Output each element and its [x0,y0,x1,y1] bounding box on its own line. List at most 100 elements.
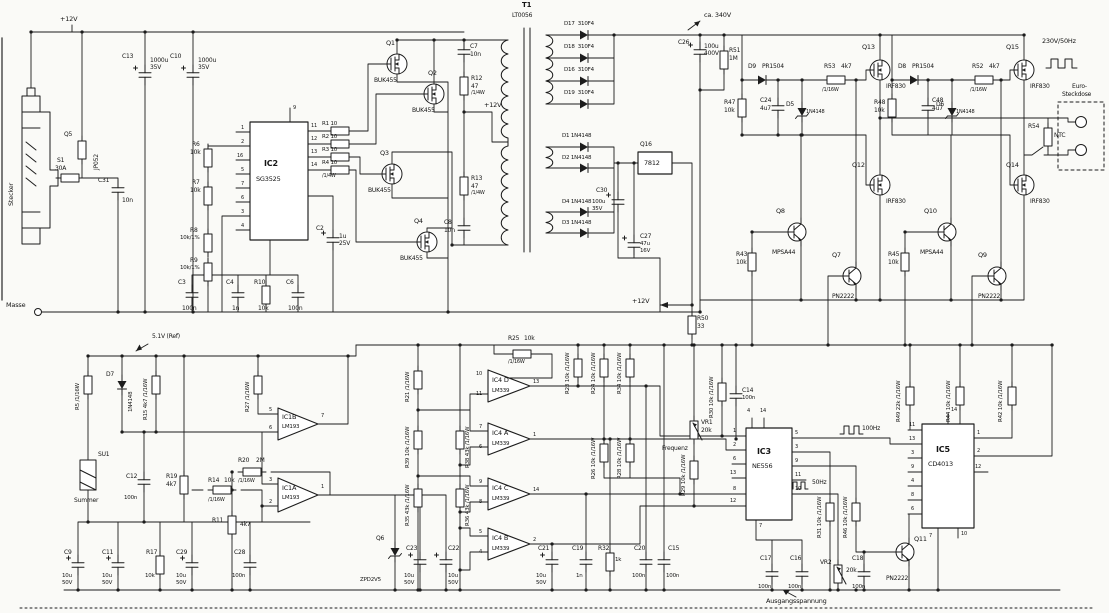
schematic-label: C7 [470,43,478,50]
schematic-label: C17 [760,555,772,562]
schematic-label: BUK455 [400,255,423,262]
schematic-label: D18 310F4 [564,44,594,50]
schematic-label: R7 [192,179,200,186]
schematic-label: IC4 D [492,376,509,384]
wires-ic2 [191,63,425,313]
squarewave-50hz-icon [789,481,809,490]
schematic-label: IRF830 [1030,83,1050,90]
schematic-label: 10 [961,531,967,537]
schematic-label: 50V [176,580,187,586]
schematic-label: 12 [311,136,317,142]
wires-timers [731,344,1053,598]
schematic-label: LM339 [492,546,510,552]
schematic-label: ZPD2V5 [360,577,381,583]
schematic-label: 10u [176,573,186,579]
schematic-label: LM193 [282,495,300,501]
schematic-label: 230V/50Hz [1042,37,1076,45]
schematic-label: 10 [795,486,801,492]
schematic-label: C30 [596,187,608,194]
schematic-label: D6 [936,101,945,108]
schematic-label: R28 10k /1/16W [617,437,623,479]
cigarette-plug [21,87,59,245]
schematic-label: IRF830 [886,83,906,90]
schematic-label: 12 [730,498,736,504]
schematic-label: 4k7 [989,63,1000,70]
schematic-label: C16 [790,555,802,562]
schematic-label: 9 [293,105,296,111]
schematic-label: R27 /1/16W [245,381,251,412]
schematic-label: 50V [62,580,73,586]
schematic-label: 1 [533,432,536,438]
ic4d-comparator [487,369,531,403]
schematic-label: 1 [321,484,324,490]
schematic-label: R47 [724,99,736,106]
schematic-label: D5 [786,101,795,108]
squarewave-100hz-icon [839,425,864,435]
ic5-cd4013-box [921,423,975,529]
schematic-label: Q15 [1006,43,1019,51]
schematic-label: 4k7 [240,521,251,528]
schematic-label: 5 [241,167,244,173]
schematic-label: C12 [126,473,138,480]
schematic-label: 7 [241,181,244,187]
schematic-label: S1 [57,157,65,164]
schematic-label: 20k [846,567,857,574]
ic4b-comparator [487,527,531,561]
schematic-label: Q10 [924,207,937,215]
schematic-label: D3 1N4148 [562,220,592,226]
schematic-label: R5 /1/16W [75,383,81,410]
schematic-label: 100n [124,495,138,501]
schematic-label: R31 10k /1/16W [817,496,823,538]
schematic-label: C23 [406,545,418,552]
schematic-label: 47u [640,241,650,247]
schematic-label: 100u [592,199,606,205]
schematic-label: 10k [145,573,155,579]
schematic-label: R11 [212,517,224,524]
schematic-label: BUK455 [368,187,391,194]
schematic-label: 8 [733,486,736,492]
schematic-label: 10u [404,573,414,579]
schematic-label: C24 [760,97,772,104]
schematic-label: R1 10 [322,121,338,127]
schematic-label: C15 [668,545,680,552]
schematic-label: R17 [146,549,158,556]
schematic-label: 7812 [644,159,660,167]
schematic-label: 5 [269,407,272,413]
schematic-label: D17 310F4 [564,21,594,27]
schematic-label: R43 [736,251,748,258]
schematic-label: C18 [852,555,864,562]
schematic-label: 50Hz [812,479,827,486]
schematic-label: R51 [729,47,741,54]
schematic-label: C48 [932,97,944,104]
schematic-label: Q7 [832,251,841,259]
schematic-label: 10u [102,573,112,579]
schematic-label: /1/16W [238,478,255,484]
schematic-label: 7 [759,523,762,529]
schematic-label: IC4 A [492,429,509,437]
schematic-label: 6 [733,456,736,462]
schematic-label: R34 10k /1/16W [617,352,623,394]
schematic-label: 1000u [198,57,217,64]
schematic-label: D4 1N4148 [562,199,592,205]
transformer-t1 [500,27,554,253]
schematic-label: 35V [150,64,162,71]
schematic-label: R24 10k /1/16W [591,352,597,394]
schematic-label: R12 [471,75,483,82]
schematic-label: IC5 [936,445,950,454]
schematic-label: T1 [522,1,532,9]
schematic-label: R26 10k /1/16W [591,437,597,479]
schematic-label: D9 [748,63,757,70]
schematic-label: 4 [747,408,750,414]
schematic-label: 1n [232,305,240,312]
schematic-label: /1/16W [970,87,987,93]
schematic-label: 50V [102,580,113,586]
schematic-label: 1u [339,233,347,240]
schematic-label: R52 [972,63,984,70]
ic2-sg3525-box [249,121,309,241]
schematic-label: 1N4148 [128,391,134,412]
schematic-label: 10n [470,51,481,58]
schematic-label: 100u [704,43,719,50]
schematic-label: C22 [448,545,460,552]
schematic-label: C20 [634,545,646,552]
schematic-label: 9 [479,479,482,485]
